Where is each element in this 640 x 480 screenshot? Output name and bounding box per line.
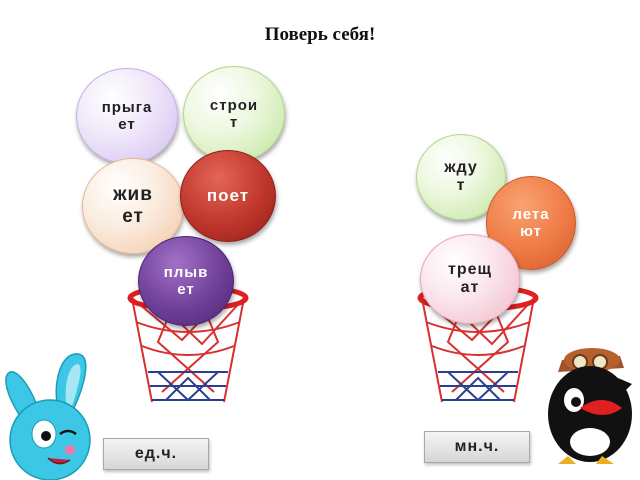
label-singular: ед.ч. bbox=[103, 438, 209, 470]
ball-poet[interactable]: поет bbox=[180, 150, 276, 242]
krosh-rabbit-character bbox=[5, 353, 91, 480]
ball-prygaet[interactable]: прыга ет bbox=[76, 68, 178, 164]
ball-label: поет bbox=[206, 186, 250, 206]
ball-label: плыв ет bbox=[163, 263, 209, 298]
ball-label: жду т bbox=[444, 158, 478, 194]
ball-plyvet[interactable]: плыв ет bbox=[138, 236, 234, 326]
ball-label: строи т bbox=[209, 96, 259, 131]
ball-label: трещ ат bbox=[447, 260, 492, 296]
ball-treshchat[interactable]: трещ ат bbox=[420, 234, 520, 324]
label-plural: мн.ч. bbox=[424, 431, 530, 463]
bird-character bbox=[548, 348, 632, 464]
ball-label: лета ют bbox=[512, 205, 550, 240]
page-title: Поверь себя! bbox=[264, 24, 376, 45]
ball-label: жив ет bbox=[113, 184, 153, 227]
ball-stroit[interactable]: строи т bbox=[183, 66, 285, 162]
ball-label: прыга ет bbox=[101, 98, 153, 133]
ball-zhivet[interactable]: жив ет bbox=[82, 158, 184, 254]
